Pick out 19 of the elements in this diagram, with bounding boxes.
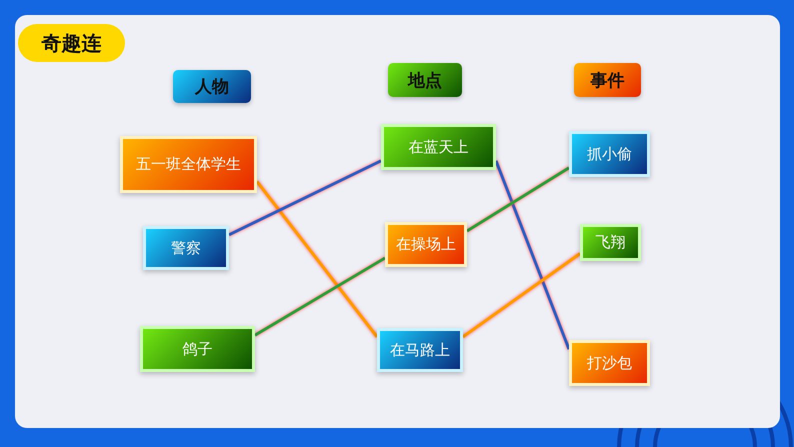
connector-line xyxy=(254,256,386,336)
answer-box: 鸽子 xyxy=(140,326,255,372)
connector-line xyxy=(256,180,378,338)
title-badge: 奇趣连 xyxy=(18,24,125,62)
answer-box: 飞翔 xyxy=(580,224,641,261)
answer-box: 在操场上 xyxy=(385,222,467,267)
answer-box: 警察 xyxy=(143,226,229,270)
answer-box: 在蓝天上 xyxy=(381,124,496,170)
category-header: 事件 xyxy=(574,63,641,97)
connector-line xyxy=(494,160,570,350)
answer-box: 抓小偷 xyxy=(569,131,650,177)
answer-box: 五一班全体学生 xyxy=(120,136,257,193)
connector-line xyxy=(462,252,581,338)
answer-box: 在马路上 xyxy=(377,328,463,372)
category-header: 地点 xyxy=(388,63,462,97)
connector-line xyxy=(466,166,570,232)
connector-line xyxy=(228,159,382,236)
category-header: 人物 xyxy=(173,70,251,103)
answer-box: 打沙包 xyxy=(569,340,650,386)
